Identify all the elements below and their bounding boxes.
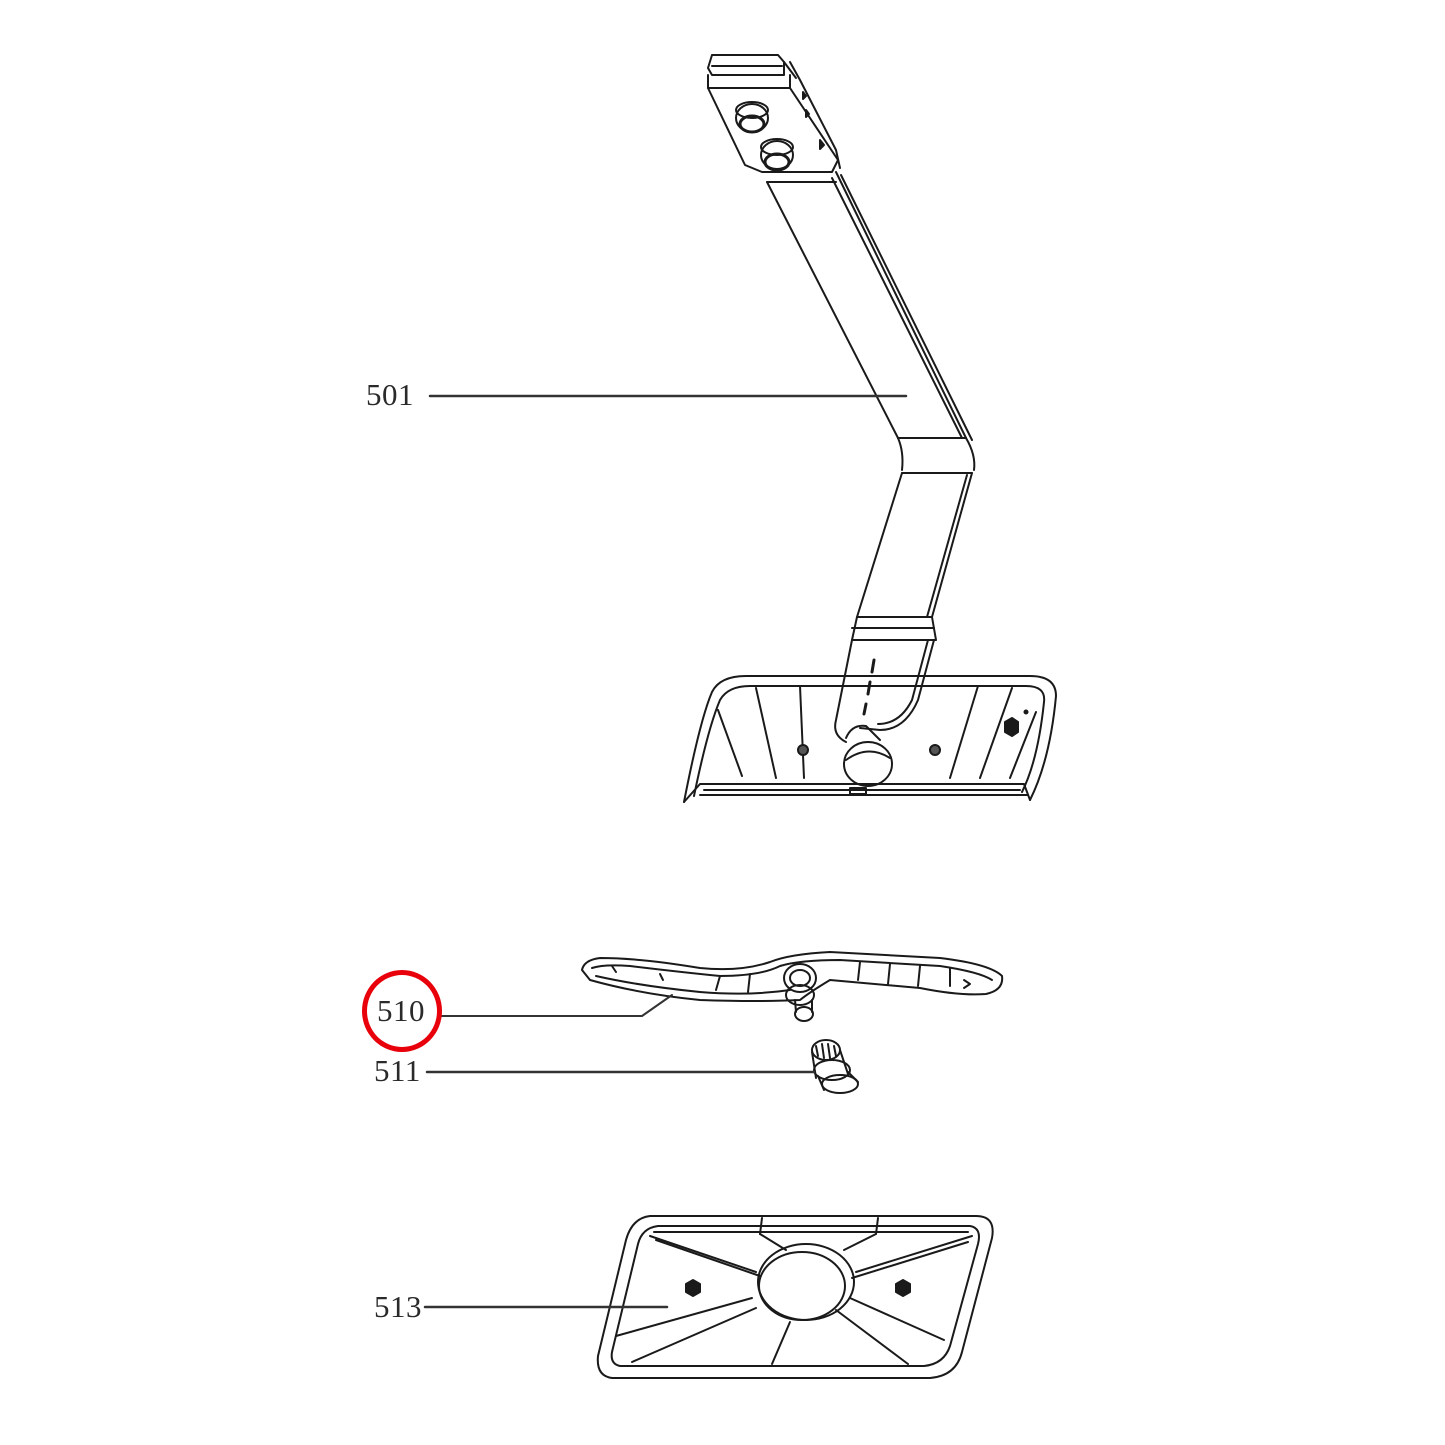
part-label-511: 511 — [374, 1053, 421, 1088]
tray-bracket — [683, 675, 1057, 803]
part-label-501: 501 — [366, 377, 414, 412]
upper-tube — [766, 171, 976, 474]
manifold-block — [707, 54, 841, 173]
part-513-base-plate[interactable] — [596, 1215, 994, 1379]
part-511-nut[interactable] — [811, 1039, 859, 1094]
part-501-supply-pipe[interactable] — [683, 54, 1057, 803]
lower-tube — [834, 472, 973, 743]
part-510-spray-arm[interactable] — [581, 951, 1004, 1022]
highlight-ring-510 — [362, 970, 442, 1052]
leader-line-510 — [441, 994, 673, 1017]
part-label-513: 513 — [374, 1289, 422, 1324]
